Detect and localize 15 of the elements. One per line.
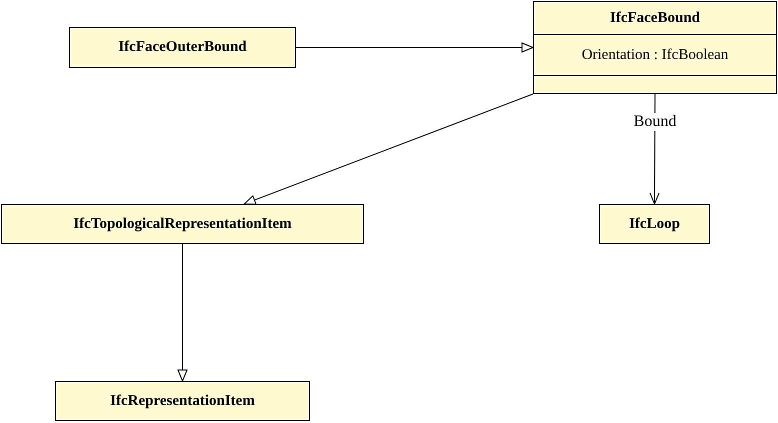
class-attribute: Orientation : IfcBoolean [534, 35, 776, 76]
class-box [599, 204, 710, 244]
class-box [1, 204, 364, 244]
class-name: IfcLoop [628, 214, 681, 234]
class-name: IfcFaceOuterBound [117, 38, 248, 57]
generalization-arrow [178, 244, 188, 382]
generalization-arrow [296, 42, 534, 52]
class-box [69, 27, 296, 68]
edge-label: Bound [632, 113, 678, 131]
generalization-arrow [244, 94, 534, 205]
class-box [533, 1, 777, 94]
class-name: IfcRepresentationItem [109, 392, 256, 410]
class-box [55, 381, 310, 421]
class-name: IfcFaceBound [534, 2, 776, 35]
class-name: IfcTopologicalRepresentationItem [72, 214, 293, 234]
